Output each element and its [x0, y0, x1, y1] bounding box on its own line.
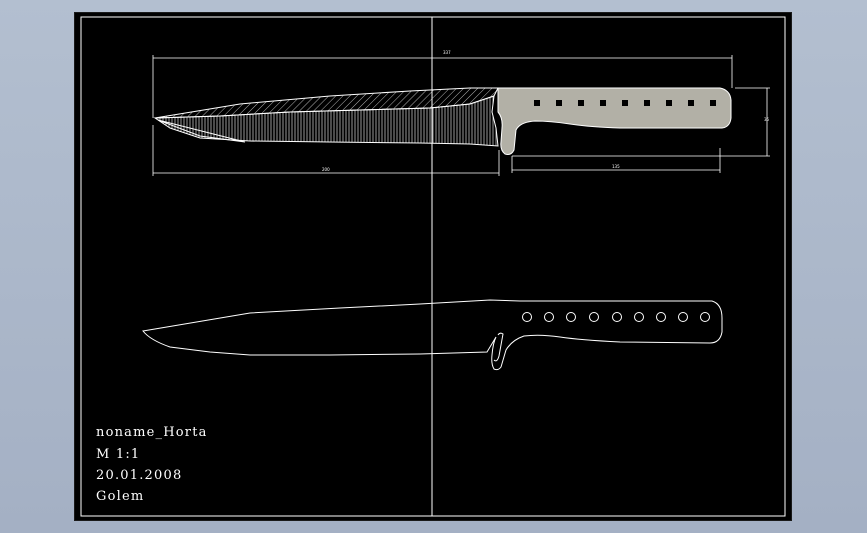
knife-side-view — [142, 299, 723, 371]
dim-overall-length: 337 — [443, 50, 451, 55]
dim-blade-length: 200 — [322, 167, 330, 172]
dimension-labels: 337 200 135 35 — [322, 50, 770, 172]
blade-cutting-edge — [157, 119, 246, 143]
drawing-scale: M 1:1 — [96, 447, 141, 462]
sheet-border — [80, 16, 786, 517]
handle-top-view — [497, 87, 732, 155]
handle-holes-side — [522, 312, 710, 322]
guard-slot — [493, 332, 504, 362]
dim-handle-length: 135 — [612, 164, 620, 169]
drawing-author: Golem — [96, 489, 145, 504]
handle-holes-top — [534, 100, 716, 106]
knife-outline — [142, 299, 723, 371]
knife-top-view — [153, 87, 732, 155]
dimension-lines — [152, 55, 770, 176]
drawing-name: noname_Horta — [96, 425, 208, 440]
dim-handle-height: 35 — [764, 117, 770, 122]
drawing-date: 20.01.2008 — [96, 468, 183, 483]
